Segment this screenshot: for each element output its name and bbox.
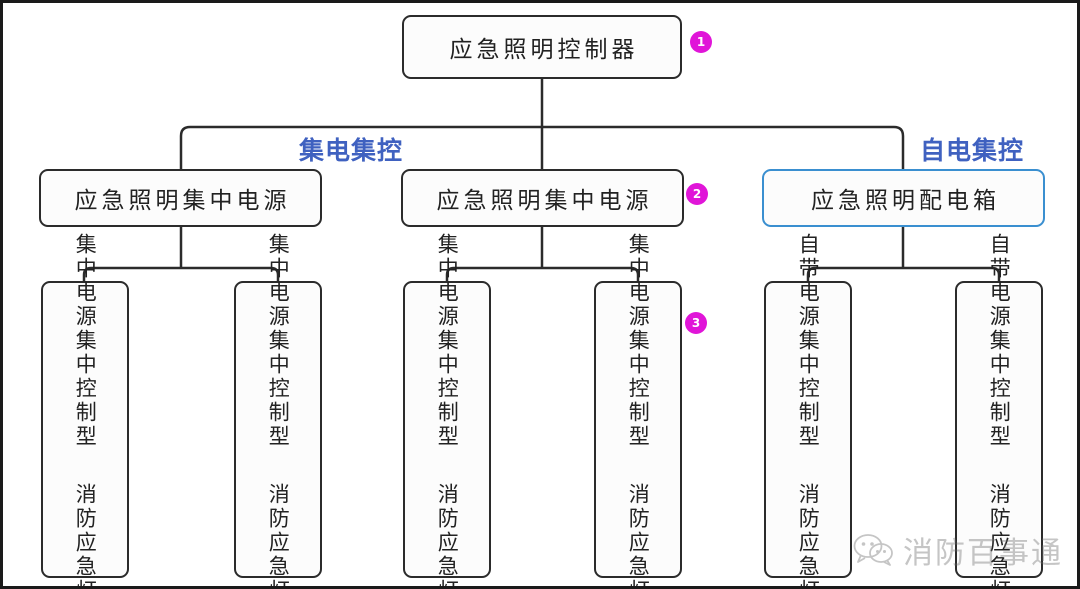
connector-lines [82, 79, 1001, 281]
node-central-power-supply-2[interactable]: 应急照明集中电源 [401, 169, 684, 227]
node-label-secondary: 消防应急灯具 [796, 482, 821, 589]
badge-marker-2[interactable]: 2 [686, 183, 708, 205]
node-label-primary: 自带电源集中控制型 [987, 232, 1012, 449]
node-emergency-lighting-controller[interactable]: 应急照明控制器 [402, 15, 682, 79]
node-label-secondary: 消防应急灯具 [435, 482, 460, 589]
node-central-power-supply-1[interactable]: 应急照明集中电源 [39, 169, 322, 227]
node-label-primary: 集中电源集中控制型 [73, 232, 98, 449]
node-luminaire-1[interactable]: 集中电源集中控制型 消防应急灯具 [41, 233, 129, 587]
node-label-group: 集中电源集中控制型 消防应急灯具 [256, 233, 301, 587]
wechat-icon [853, 534, 893, 566]
node-label-group: 集中电源集中控制型 消防应急灯具 [63, 233, 108, 587]
node-luminaire-3[interactable]: 集中电源集中控制型 消防应急灯具 [403, 233, 491, 587]
node-label-group: 自带电源集中控制型 消防应急灯具 [977, 233, 1022, 587]
node-label-secondary: 消防应急灯具 [626, 482, 651, 589]
node-luminaire-2[interactable]: 集中电源集中控制型 消防应急灯具 [234, 233, 322, 587]
node-luminaire-6[interactable]: 自带电源集中控制型 消防应急灯具 [955, 233, 1043, 587]
node-label-primary: 集中电源集中控制型 [435, 232, 460, 449]
node-distribution-box[interactable]: 应急照明配电箱 [762, 169, 1045, 227]
node-label-primary: 集中电源集中控制型 [266, 232, 291, 449]
node-label-group: 自带电源集中控制型 消防应急灯具 [786, 233, 831, 587]
node-label: 应急照明集中电源 [436, 188, 653, 213]
group-label-centralized: 集电集控 [299, 136, 404, 165]
node-label: 应急照明集中电源 [74, 188, 291, 213]
node-label: 应急照明控制器 [449, 37, 639, 62]
badge-marker-1[interactable]: 1 [690, 31, 712, 53]
node-label-primary: 自带电源集中控制型 [796, 232, 821, 449]
badge-marker-3[interactable]: 3 [685, 312, 707, 334]
node-label-secondary: 消防应急灯具 [266, 482, 291, 589]
node-label-group: 集中电源集中控制型 消防应急灯具 [425, 233, 470, 587]
node-luminaire-5[interactable]: 自带电源集中控制型 消防应急灯具 [764, 233, 852, 587]
group-label-self-powered: 自电集控 [920, 136, 1025, 165]
node-label-secondary: 消防应急灯具 [73, 482, 98, 589]
node-label: 应急照明配电箱 [811, 188, 1000, 213]
node-label-primary: 集中电源集中控制型 [626, 232, 651, 449]
node-label-group: 集中电源集中控制型 消防应急灯具 [616, 233, 661, 587]
node-luminaire-4[interactable]: 集中电源集中控制型 消防应急灯具 [594, 233, 682, 587]
node-label-secondary: 消防应急灯具 [987, 482, 1012, 589]
